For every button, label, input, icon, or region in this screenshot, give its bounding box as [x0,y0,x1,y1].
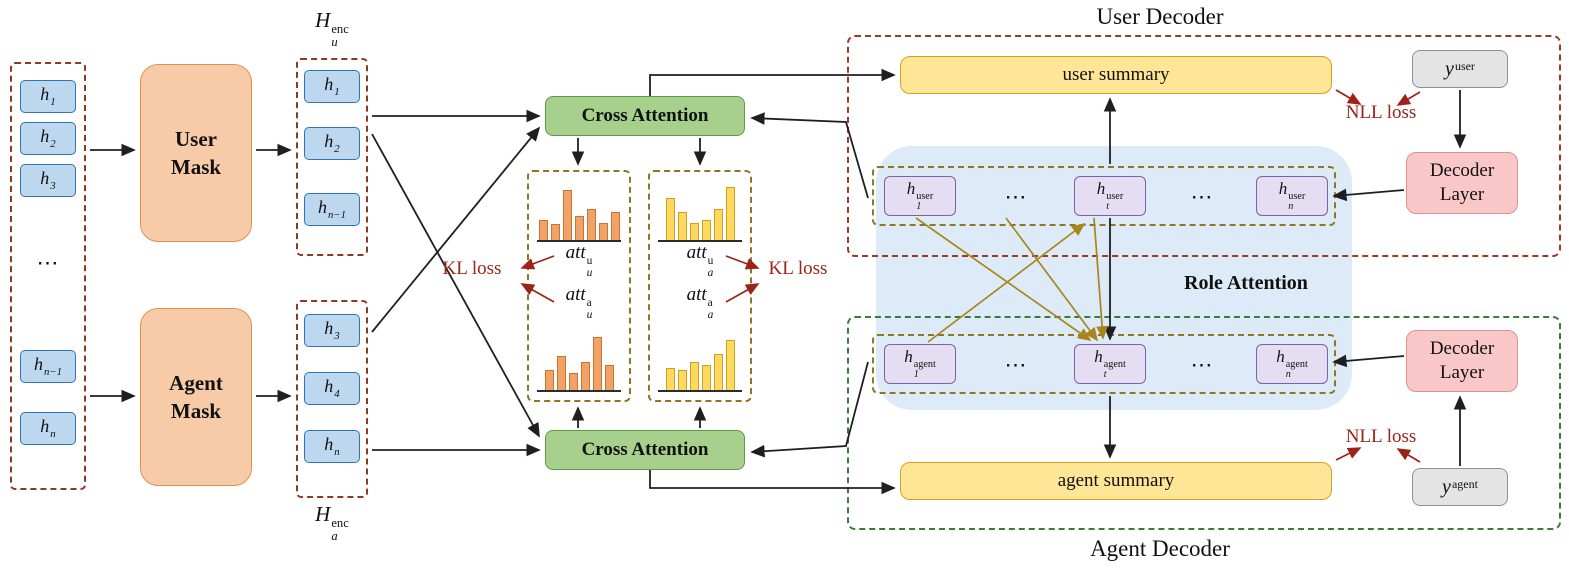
nll-loss-agent: NLL loss [1345,426,1417,447]
att-histogram-agent-top [658,180,742,242]
cross-attention-top: Cross Attention [545,96,745,136]
user-summary-block: user summary [900,56,1332,94]
kl-loss-right: KL loss [768,258,828,279]
agent-mask-label: Agent Mask [169,370,223,423]
kl-loss-left: KL loss [442,258,502,279]
agent-hidden-ellipsis-2: ⋯ [1190,352,1214,377]
decoder-layer-agent-label: Decoder Layer [1429,338,1495,383]
agent-decoder-title: Agent Decoder [1090,536,1230,561]
att-histogram-user-top [537,180,621,242]
encoder-input-container [10,62,86,490]
att-histogram-agent-bottom [658,330,742,392]
decoder-layer-user: Decoder Layer [1406,152,1518,214]
input-ellipsis: ⋯ [36,250,60,275]
role-attention-label: Role Attention [1184,272,1308,294]
user-enc-container [296,58,368,256]
user-mask-label: User Mask [170,126,222,179]
nll-loss-user: NLL loss [1345,102,1417,123]
user-summary-label: user summary [1062,64,1170,85]
decoder-layer-user-label: Decoder Layer [1429,160,1495,205]
arrow-agent-enc-to-cross-attn-top [371,126,541,333]
agent-enc-container [296,300,368,498]
decoder-layer-agent: Decoder Layer [1406,330,1518,392]
user-decoder-title: User Decoder [1096,4,1224,29]
cross-attention-top-label: Cross Attention [581,105,709,126]
agent-summary-label: agent summary [1057,470,1175,491]
agent-mask-block: Agent Mask [140,308,252,486]
att-histogram-user-bottom [537,330,621,392]
user-mask-block: User Mask [140,64,252,242]
agent-hidden-ellipsis-1: ⋯ [1004,352,1028,377]
user-hidden-ellipsis-2: ⋯ [1190,184,1214,209]
cross-attention-bottom: Cross Attention [545,430,745,470]
user-hidden-ellipsis-1: ⋯ [1004,184,1028,209]
agent-summary-block: agent summary [900,462,1332,500]
cross-attention-bottom-label: Cross Attention [581,439,709,460]
